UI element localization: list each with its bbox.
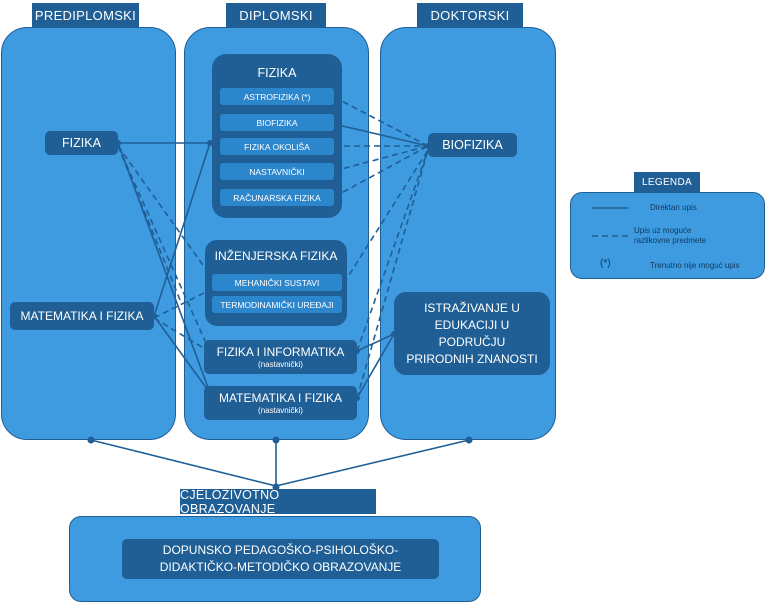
legend-direct-label: Direktan upis	[650, 203, 697, 212]
legend-title: LEGENDA	[634, 172, 700, 193]
dash-fizika-to-fizinf	[117, 145, 211, 353]
legend-conditional-label-2: razlikovne predmete	[634, 236, 707, 245]
header-prediplomski: PREDIPLOMSKI	[32, 3, 139, 28]
legend-asterisk-symbol: (*)	[600, 258, 611, 269]
line-fizinf-to-istrazivanje	[356, 333, 395, 352]
line-biofizika-to-biofizika-phd	[333, 123, 429, 147]
dash-fizika-to-inzenjerska	[117, 145, 211, 276]
dash-racunarska-to-biofizika	[333, 145, 429, 198]
node-matematika-fizika-graduate[interactable]: MATEMATIKA I FIZIKA (nastavnički)	[204, 386, 357, 420]
header-doktorski: DOKTORSKI	[417, 3, 523, 28]
line-matfiz-to-fizika-ms	[153, 142, 211, 317]
node-dopunsko-obrazovanje[interactable]: DOPUNSKO PEDAGOŠKO-PSIHOLOŠKO- DIDAKTIČK…	[122, 539, 439, 579]
node-label-line1: DOPUNSKO PEDAGOŠKO-PSIHOLOŠKO-	[162, 543, 399, 557]
dash-matfiz-to-inzenjerska	[153, 289, 211, 319]
dash-fizika-down	[117, 145, 181, 301]
node-label: MATEMATIKA I FIZIKA	[20, 309, 144, 323]
node-label-line2: DIDAKTIČKO-METODIČKO OBRAZOVANJE	[159, 560, 402, 574]
node-matematika-fizika-undergrad[interactable]: MATEMATIKA I FIZIKA	[10, 302, 154, 330]
line-matfiz-to-matfiz-ms	[153, 315, 211, 394]
group-title: INŽENJERSKA FIZIKA	[214, 249, 338, 263]
legend-conditional-label-1: Upis uz moguće	[634, 226, 692, 235]
dash-matfiz-to-biofizika	[356, 149, 429, 399]
item-nastavnicki[interactable]: NASTAVNIČKI	[220, 163, 334, 180]
dash-astro-to-biofizika	[333, 96, 429, 147]
node-sublabel: (nastavnički)	[258, 359, 303, 369]
node-istrazivanje[interactable]: ISTRAŽIVANJE U EDUKACIJI U PODRUČJU PRIR…	[394, 292, 550, 375]
node-label: FIZIKA	[62, 136, 101, 150]
node-fizika-informatika[interactable]: FIZIKA I INFORMATIKA (nastavnički)	[204, 340, 357, 374]
item-termodinamicki-uredaji[interactable]: TERMODINAMIČKI UREĐAJI	[212, 296, 342, 313]
dash-matfiz-to-fizinf	[153, 317, 211, 353]
node-label: BIOFIZIKA	[442, 138, 503, 152]
item-fizika-okolisa[interactable]: FIZIKA OKOLIŠA	[220, 138, 334, 155]
dash-mehanicki-to-biofizika	[343, 149, 429, 284]
header-cjelozivotno: CJELOŽIVOTNO OBRAZOVANJE	[180, 488, 376, 516]
node-label-line3: PODRUČJU	[438, 334, 506, 349]
node-label: FIZIKA I INFORMATIKA	[216, 344, 345, 359]
node-label-line1: ISTRAŽIVANJE U	[424, 300, 520, 315]
item-racunarska-fizika[interactable]: RAČUNARSKA FIZIKA	[220, 189, 334, 206]
header-diplomski: DIPLOMSKI	[226, 3, 326, 28]
dash-nastavnicki-to-biofizika	[333, 145, 429, 172]
node-sublabel: (nastavnički)	[258, 405, 303, 415]
node-label-line2: EDUKACIJI U	[434, 317, 510, 332]
node-label: MATEMATIKA I FIZIKA	[219, 390, 342, 405]
item-mehanicki-sustavi[interactable]: MEHANIČKI SUSTAVI	[212, 274, 342, 291]
column-prediplomski	[1, 27, 176, 440]
line-fizika-to-matfiz-ms	[117, 142, 211, 394]
dash-fizinf-to-biofizika	[356, 149, 429, 352]
legend-asterisk-label: Trenutno nije moguć upis	[650, 261, 740, 270]
group-title: FIZIKA	[257, 66, 297, 80]
line-dokt-to-lifelong	[275, 439, 470, 487]
item-biofizika[interactable]: BIOFIZIKA	[220, 114, 334, 131]
line-pred-to-lifelong	[90, 439, 277, 487]
node-fizika-undergrad[interactable]: FIZIKA	[45, 131, 118, 155]
node-biofizika-doctoral[interactable]: BIOFIZIKA	[428, 133, 517, 157]
line-matfiz-to-istrazivanje	[356, 333, 395, 399]
node-label-line4: PRIRODNIH ZNANOSTI	[406, 351, 538, 366]
item-astrofizika[interactable]: ASTROFIZIKA (*)	[220, 88, 334, 105]
